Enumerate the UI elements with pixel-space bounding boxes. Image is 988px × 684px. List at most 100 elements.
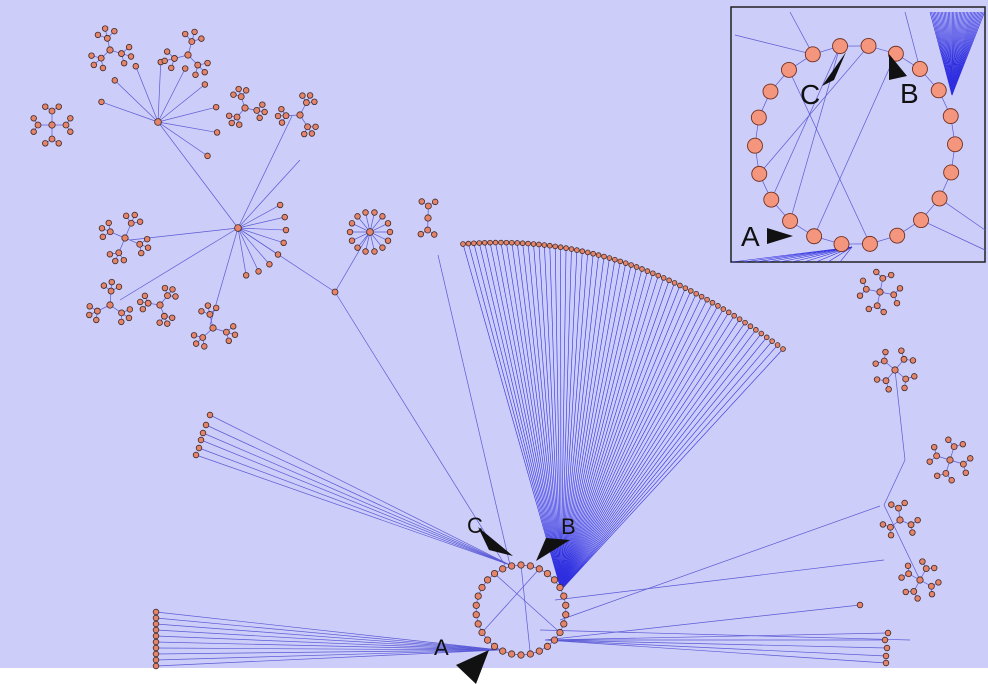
graph-node	[204, 152, 211, 160]
graph-node	[959, 441, 967, 448]
graph-node	[709, 299, 716, 306]
graph-node	[896, 285, 904, 292]
graph-node	[568, 246, 575, 252]
graph-node	[720, 306, 727, 312]
fan-edge	[560, 273, 654, 591]
edge	[920, 219, 986, 251]
ring-node	[474, 592, 482, 600]
graph-node	[948, 477, 955, 484]
graph-node	[93, 307, 101, 315]
ring-node	[483, 636, 492, 644]
ring-node	[478, 628, 486, 637]
graph-node	[93, 316, 100, 324]
graph-node	[125, 314, 133, 322]
edge	[155, 649, 501, 667]
inset-ring-node	[750, 109, 767, 126]
graph-node	[514, 240, 521, 246]
graph-node	[935, 579, 942, 586]
fan-edge	[560, 261, 621, 591]
fan-edge	[560, 249, 572, 591]
edge	[155, 641, 501, 651]
ring-node	[508, 650, 516, 658]
graph-node	[198, 35, 205, 42]
graph-node	[138, 249, 145, 257]
graph-node	[872, 360, 879, 367]
ring-node	[526, 562, 534, 570]
graph-node	[747, 323, 754, 330]
inset-ring-node	[887, 45, 904, 62]
graph-node	[424, 226, 432, 234]
fan-edge	[473, 243, 562, 591]
graph-node	[99, 233, 107, 241]
edge	[559, 505, 881, 621]
graph-node	[574, 247, 580, 253]
graph-node	[967, 455, 974, 462]
graph-node	[612, 256, 618, 263]
fan-edge	[522, 243, 562, 591]
graph-node	[371, 248, 378, 255]
graph-node	[431, 231, 438, 238]
edge	[770, 45, 841, 200]
graph-node	[873, 268, 880, 276]
edge	[813, 53, 897, 237]
edge	[939, 198, 986, 231]
edge	[101, 101, 159, 123]
graph-node	[67, 115, 74, 122]
marker-c: C	[467, 513, 513, 556]
inset-fan-edge	[951, 11, 985, 96]
edge	[520, 564, 531, 655]
graph-node	[191, 28, 198, 36]
edge	[544, 639, 887, 664]
graph-node	[163, 48, 171, 55]
graph-node	[758, 330, 765, 337]
edge	[544, 639, 887, 657]
edge	[237, 115, 293, 229]
graph-node	[98, 98, 105, 106]
graph-node	[914, 516, 921, 524]
graph-node	[898, 574, 905, 581]
graph-node	[282, 112, 290, 120]
graph-node	[879, 521, 887, 528]
graph-node	[481, 239, 488, 246]
ring-node	[560, 620, 568, 628]
graph-node	[152, 644, 160, 652]
ring-node	[526, 650, 534, 658]
graph-node	[266, 261, 273, 268]
inset-ring-node	[931, 190, 948, 207]
edge	[237, 204, 281, 229]
graph-node	[242, 87, 250, 94]
hub-node	[916, 576, 924, 584]
graph-node	[152, 626, 160, 634]
hub-node	[296, 111, 304, 119]
graph-node	[143, 235, 151, 243]
inset-ring-node	[832, 38, 849, 55]
graph-node	[62, 121, 70, 129]
graph-node	[909, 529, 916, 536]
graph-node	[88, 52, 95, 59]
graph-node	[763, 334, 770, 341]
graph-node	[887, 532, 895, 539]
graph-node	[152, 656, 160, 664]
graph-node	[487, 239, 493, 246]
edge	[237, 227, 286, 231]
edge	[155, 647, 501, 651]
fan-edge	[560, 248, 567, 591]
edge	[157, 121, 218, 133]
graph-node	[120, 59, 128, 67]
graph-node	[274, 251, 282, 258]
edge	[237, 227, 270, 265]
marker-a-label: A	[434, 635, 449, 660]
fan-edge	[560, 256, 605, 591]
graph-node	[919, 558, 926, 565]
ring-node	[474, 620, 482, 628]
fan-edge	[560, 329, 757, 591]
graph-node	[893, 299, 901, 307]
graph-node	[152, 650, 160, 658]
graph-node	[753, 327, 759, 333]
graph-node	[55, 140, 62, 147]
edge	[155, 611, 501, 651]
marker-b-arrow	[536, 538, 570, 561]
fan-edge	[560, 282, 675, 591]
inset-ring-node	[861, 235, 878, 252]
